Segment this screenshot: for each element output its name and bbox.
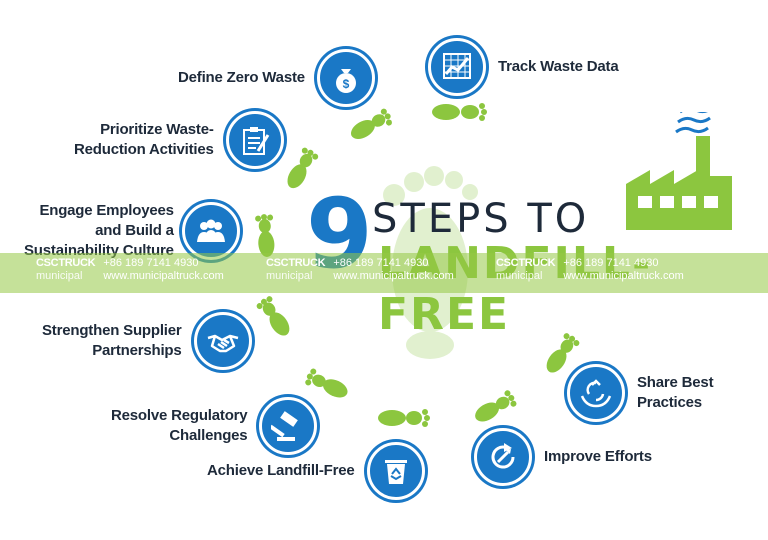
step-strengthen-supplier: Strengthen Supplier Partnerships — [42, 312, 252, 370]
watermark-brand: CSCTRUCK — [496, 257, 556, 269]
footprint-icon — [378, 409, 430, 427]
footprint-icon — [350, 108, 392, 139]
recycle-bin-icon — [366, 442, 425, 500]
step-label: Engage Employees and Build a Sustainabil… — [24, 202, 174, 259]
watermark-url: www.municipaltruck.com — [103, 270, 224, 282]
people-group-icon — [181, 202, 240, 260]
circular-arrow-icon — [474, 428, 532, 486]
factory-icon — [626, 112, 732, 230]
watermark-phone: +86 189 7141 4930 — [103, 257, 199, 269]
svg-text:$: $ — [343, 77, 350, 91]
watermark-brand: CSCTRUCK — [266, 257, 326, 269]
step-label: Strengthen Supplier Partnerships — [42, 322, 182, 359]
footprint-icon — [432, 103, 487, 121]
watermark-sub: municipal — [36, 270, 83, 282]
handshake-icon — [193, 312, 252, 370]
footprint-icon — [305, 368, 348, 398]
watermark: CSCTRUCK municipal +86 189 7141 4930 www… — [496, 257, 684, 283]
step-label: Prioritize Waste- Reduction Activities — [74, 121, 214, 158]
footprint-icon — [546, 333, 580, 373]
step-label: Resolve Regulatory Challenges — [111, 407, 248, 444]
checklist-icon — [225, 111, 284, 169]
step-label: Track Waste Data — [498, 58, 619, 75]
watermark-sub: municipal — [266, 270, 313, 282]
watermark-brand: CSCTRUCK — [36, 257, 96, 269]
step-label: Achieve Landfill-Free — [207, 462, 355, 479]
step-achieve-landfill-free: Achieve Landfill-Free — [207, 442, 425, 500]
step-share-best-practices: Share Best Practices — [567, 364, 714, 422]
step-resolve-regulatory: Resolve Regulatory Challenges — [111, 397, 318, 455]
footprint-icon — [256, 296, 290, 336]
money-bag-icon: $ — [316, 49, 375, 107]
watermark-band — [0, 253, 768, 293]
step-track-waste-data: Track Waste Data — [428, 38, 619, 96]
footprint-icon — [475, 390, 517, 422]
watermark-url: www.municipaltruck.com — [333, 270, 454, 282]
footprint-icon — [287, 147, 319, 189]
line-chart-icon — [428, 38, 486, 96]
recycle-hands-icon — [567, 364, 625, 422]
watermark-url: www.municipaltruck.com — [563, 270, 684, 282]
step-label: Share Best Practices — [637, 374, 714, 411]
step-label: Define Zero Waste — [178, 69, 305, 86]
watermark: CSCTRUCK municipal +86 189 7141 4930 www… — [36, 257, 224, 283]
title-line1: STEPS TO — [372, 196, 590, 242]
gavel-icon — [259, 397, 318, 455]
step-define-zero-waste: Define Zero Waste $ — [178, 49, 375, 107]
step-engage-employees: Engage Employees and Build a Sustainabil… — [24, 201, 240, 261]
watermark-phone: +86 189 7141 4930 — [563, 257, 659, 269]
step-prioritize-waste-reduction: Prioritize Waste- Reduction Activities — [74, 111, 284, 169]
step-label: Improve Efforts — [544, 448, 652, 465]
footprint-icon — [255, 214, 275, 257]
step-improve-efforts: Improve Efforts — [474, 428, 652, 486]
watermark: CSCTRUCK municipal +86 189 7141 4930 www… — [266, 257, 454, 283]
watermark-sub: municipal — [496, 270, 543, 282]
watermark-phone: +86 189 7141 4930 — [333, 257, 429, 269]
